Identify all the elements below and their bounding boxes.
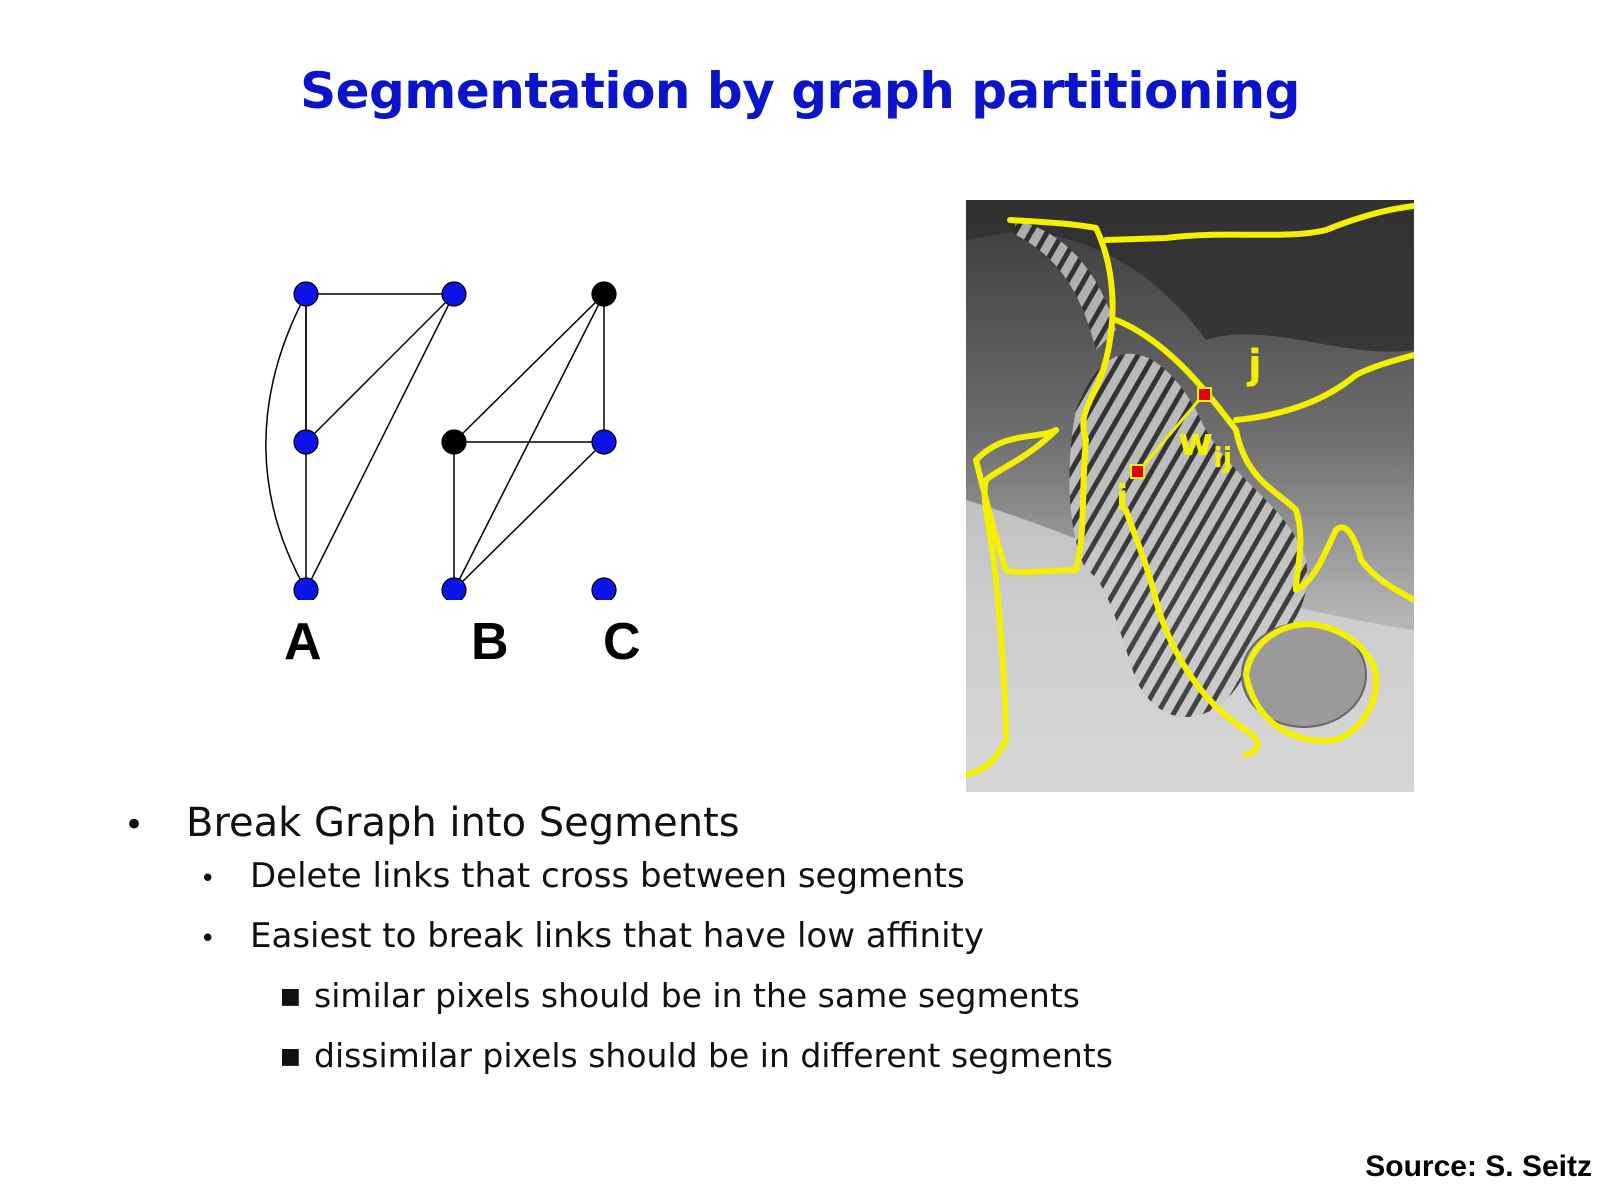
weight-symbol: w: [1178, 420, 1213, 464]
bullet-level3-1: ■similar pixels should be in the same se…: [280, 976, 1080, 1015]
node-a3: [294, 430, 318, 454]
node-c1: [592, 578, 616, 600]
node-a1: [294, 282, 318, 306]
bullet-marker: •: [200, 924, 250, 954]
edge-b1-b2: [454, 294, 604, 442]
bullet-text: Break Graph into Segments: [186, 800, 740, 846]
edge-b3-b4: [454, 442, 604, 590]
edge-a2-a3: [306, 294, 454, 442]
weight-subscript: ij: [1213, 441, 1232, 474]
pixel-i-marker: [1131, 465, 1144, 478]
bullet-marker: ■: [280, 984, 314, 1009]
node-b1: [592, 282, 616, 306]
graph-diagram: [240, 260, 660, 600]
node-a4: [294, 578, 318, 600]
slide-title: Segmentation by graph partitioning: [0, 62, 1600, 120]
bullet-text: Easiest to break links that have low aff…: [250, 916, 984, 956]
node-b2: [442, 430, 466, 454]
pixel-j-label: j: [1246, 342, 1262, 388]
bullet-marker: •: [200, 864, 250, 894]
pixel-i-label: i: [1116, 478, 1128, 519]
tiger-segmentation-image: i j wij: [966, 200, 1414, 792]
pixel-j-marker: [1198, 388, 1211, 401]
bullet-marker: ■: [280, 1044, 314, 1069]
graph-label-c: C: [603, 612, 641, 672]
edge-a2-a4: [306, 294, 454, 590]
bullet-level2-1: •Delete links that cross between segment…: [200, 856, 965, 896]
bullet-text: dissimilar pixels should be in different…: [314, 1036, 1113, 1075]
bullet-text: Delete links that cross between segments: [250, 856, 965, 896]
node-a2: [442, 282, 466, 306]
bullet-text: similar pixels should be in the same seg…: [314, 976, 1080, 1015]
source-credit: Source: S. Seitz: [1365, 1150, 1592, 1184]
node-b3: [592, 430, 616, 454]
bullet-level1-1: •Break Graph into Segments: [124, 800, 740, 846]
bullet-level3-2: ■dissimilar pixels should be in differen…: [280, 1036, 1113, 1075]
bullet-marker: •: [124, 805, 186, 845]
bullet-level2-2: •Easiest to break links that have low af…: [200, 916, 984, 956]
graph-label-b: B: [471, 612, 509, 672]
graph-label-a: A: [284, 612, 322, 672]
node-b4: [442, 578, 466, 600]
